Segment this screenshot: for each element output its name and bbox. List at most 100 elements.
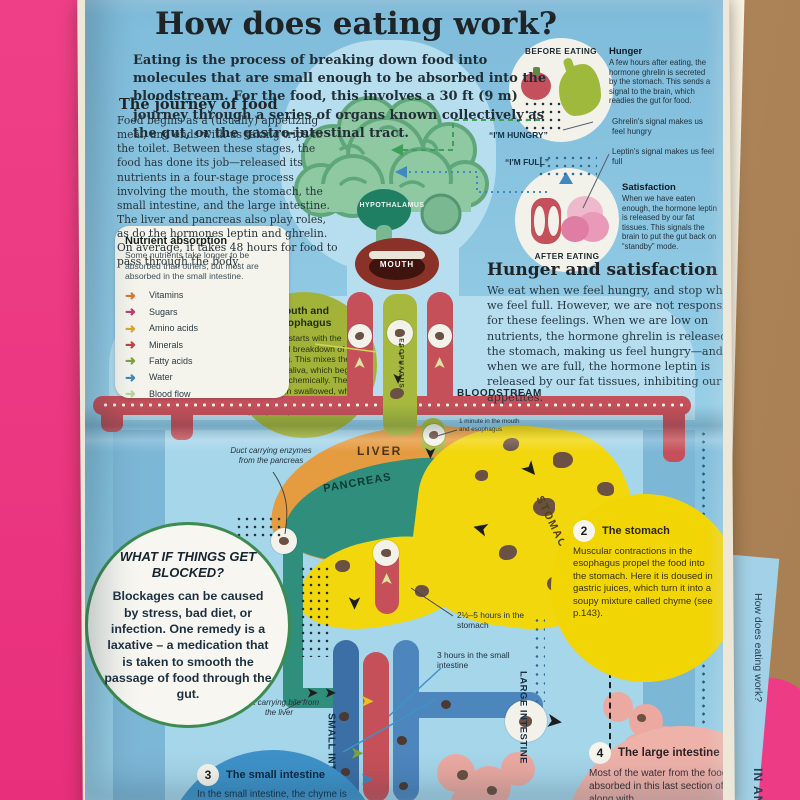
stomach-entry-arrow-icon: ➤ [422, 447, 439, 459]
after-eating-label: AFTER EATING [534, 252, 600, 261]
apple-core-bite-right [548, 206, 559, 236]
legend-label: Fatty acids [149, 355, 193, 366]
stomach-icon [559, 64, 601, 116]
step-3-title: The small intestine [226, 769, 326, 781]
hunger-heading: Hunger [609, 46, 643, 57]
step-4-title: The large intestine [618, 747, 720, 759]
legend-label: Vitamins [149, 290, 184, 301]
valve-circle [428, 324, 452, 348]
esophagus-label: ESOPHAGUS [397, 338, 405, 389]
blood-vessel-tube-left [347, 292, 373, 410]
page-title: How does eating work? [155, 6, 558, 42]
step-2-body: Muscular contractions in the esophagus p… [573, 546, 713, 620]
after-eating-circle: AFTER EATING [515, 154, 619, 272]
blood-flow-arrow-icon: ➜ [125, 386, 136, 402]
small-intestine-tube-right [393, 640, 419, 800]
what-if-bubble: WHAT IF THINGS GET BLOCKED? Blockages ca… [85, 522, 291, 728]
sugars-arrow-icon: ➜ [125, 304, 136, 320]
step-2-title: The stomach [602, 525, 670, 537]
nutrient-absorption-box: Nutrient absorption Some nutrients take … [115, 226, 289, 400]
nutrient-body: Some nutrients take longer to be absorbe… [125, 250, 259, 282]
fat-tissue-icon [561, 216, 589, 242]
apple-core-bite-left [534, 206, 545, 236]
nutrient-up-arrow-icon: ➤ [377, 573, 394, 585]
legend-label: Blood flow [149, 388, 191, 399]
legend-label: Water [149, 372, 173, 383]
legend-label: Amino acids [149, 323, 199, 334]
bile-arrow-icon: ➤ [325, 685, 336, 700]
step-3-body: In the small intestine, the chyme is bro… [197, 789, 347, 800]
im-hungry-label: “I'M HUNGRY” [489, 130, 548, 140]
hunger-satisfaction-body: We eat when we feel hungry, and stop whe… [487, 284, 723, 404]
legend-label: Sugars [149, 306, 178, 317]
tomato-stem [533, 67, 540, 75]
before-eating-label: BEFORE EATING [525, 47, 597, 56]
book-page: How does eating work? Eating is the proc… [85, 0, 723, 800]
duct-pancreas-note: Duct carrying enzymes from the pancreas [230, 446, 312, 465]
legend-row: ➜ Amino acids [125, 320, 279, 336]
tomato-icon [521, 72, 551, 100]
large-intestine-blob [451, 786, 489, 800]
step-2-number: 2 [573, 520, 595, 542]
fatty-acids-arrow-icon: ➜ [125, 353, 136, 369]
bloodstream-stub [171, 410, 193, 440]
valve-circle [423, 424, 445, 446]
amino-acids-arrow-icon: ➜ [125, 320, 136, 336]
time-small-intestine-note: 3 hours in the small intestine [437, 650, 510, 671]
divider-dashed-line [609, 672, 611, 790]
bloodstream-stub [101, 410, 123, 432]
what-if-body: Blockages can be caused by stress, bad d… [104, 589, 272, 702]
leptin-note: Leptin's signal makes us feel full [612, 147, 715, 166]
step-4-number: 4 [589, 742, 611, 764]
large-intestine-blob [603, 692, 633, 722]
to-large-intestine-arrow-icon: ➤ [545, 710, 564, 732]
water-arrow-icon: ➜ [125, 369, 136, 385]
page-edge-running-head: How does eating work? IN AND OUT 1 [735, 593, 781, 800]
hypothalamus-label: HYPOTHALAMUS [359, 202, 425, 209]
step-3-number: 3 [197, 764, 219, 786]
mouth-label: MOUTH [379, 260, 415, 269]
hunger-body: A few hours after eating, the hormone gh… [609, 58, 711, 105]
legend-row: ➜ Vitamins [125, 287, 279, 303]
amino-transfer-arrow-icon: ➤ [361, 693, 374, 710]
im-full-label: “I'M FULL” [505, 157, 550, 167]
intro-paragraph: Eating is the process of breaking down f… [133, 53, 547, 141]
minerals-arrow-icon: ➜ [125, 337, 136, 353]
legend-row: ➜ Water [125, 369, 279, 385]
satisfaction-body: When we have eaten enough, the hormone l… [622, 194, 717, 251]
bloodstream-label: BLOODSTREAM [457, 388, 542, 399]
time-stomach-note: 2½–5 hours in the stomach [457, 610, 525, 631]
bile-duct-tube [283, 538, 303, 706]
nutrient-heading: Nutrient absorption [125, 235, 228, 247]
nutrient-up-arrow-icon: ➤ [350, 357, 367, 369]
teeth [369, 251, 425, 259]
vitamins-arrow-icon: ➜ [125, 287, 136, 303]
liver-label: LIVER [357, 444, 403, 458]
blood-vessel-tube-right [427, 292, 453, 410]
what-if-heading: WHAT IF THINGS GET BLOCKED? [119, 549, 257, 580]
time-mouth-note: 1 minute in the mouth and esophagus [459, 418, 520, 433]
legend-row: ➜ Blood flow [125, 386, 279, 402]
journey-body: Food begins as a (usually) appetizing me… [117, 114, 338, 269]
legend-row: ➜ Sugars [125, 304, 279, 320]
large-intestine-blob [501, 752, 535, 786]
valve-circle [348, 324, 372, 348]
cecum-valve-circle [505, 700, 547, 742]
step-4-body: Most of the water from the food is absor… [589, 768, 723, 800]
valve-circle [373, 540, 399, 566]
legend-row: ➜ Fatty acids [125, 353, 279, 369]
journey-heading: The journey of food [119, 96, 278, 113]
bloodstream-stub [663, 410, 685, 462]
bile-arrow-icon: ➤ [307, 685, 318, 700]
hunger-satisfaction-heading: Hunger and satisfaction [487, 260, 718, 280]
nutrient-up-arrow-icon: ➤ [430, 357, 447, 369]
legend-row: ➜ Minerals [125, 336, 279, 352]
legend-label: Minerals [149, 339, 184, 350]
large-intestine-label: LARGE INTESTINE [517, 670, 529, 764]
fatty-transfer-arrow-icon: ➤ [351, 745, 364, 762]
ghrelin-note: Ghrelin's signal makes us feel hungry [612, 117, 703, 136]
mouth-illustration [355, 238, 439, 290]
section-title: IN AND OUT [751, 768, 765, 800]
water-transfer-arrow-icon: ➤ [361, 771, 374, 788]
